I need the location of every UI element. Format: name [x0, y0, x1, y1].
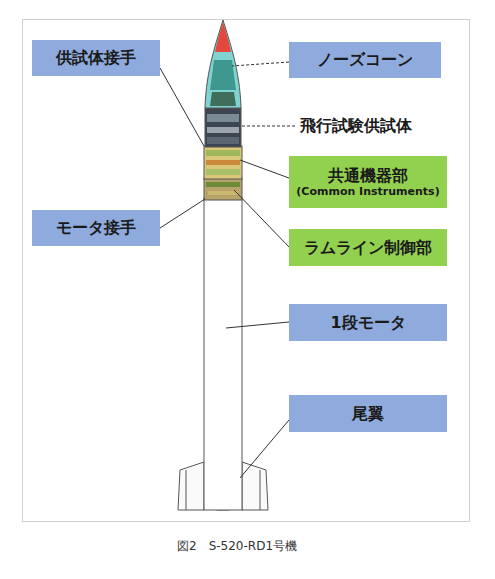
green-label-box: 共通機器部(Common Instruments) — [289, 156, 447, 208]
ramline-section — [204, 178, 242, 200]
nose-cone — [205, 20, 241, 108]
part-name: 供試体接手 — [56, 48, 136, 67]
blue-label-box: 1段モータ — [289, 304, 447, 341]
part-label: 飛行試験供試体 — [298, 116, 414, 137]
green-label-box: ラムライン制御部 — [289, 229, 447, 266]
payload-section — [205, 108, 241, 147]
part-name: モータ接手 — [56, 218, 136, 237]
blue-label-box: 尾翼 — [289, 395, 447, 432]
motor-body — [204, 198, 242, 510]
frame — [23, 20, 470, 522]
blue-label-box: モータ接手 — [32, 210, 160, 246]
part-name: 1段モータ — [330, 313, 405, 332]
blue-label-box: 供試体接手 — [32, 40, 160, 76]
part-name: ラムライン制御部 — [304, 238, 432, 257]
instrument-section — [204, 146, 242, 179]
leader-lines — [160, 62, 296, 478]
blue-label-box: ノーズコーン — [289, 42, 441, 78]
sub-label: (Common Instruments) — [296, 185, 439, 198]
part-name: 尾翼 — [352, 404, 384, 423]
figure-caption: 図2 S-520-RD1号機 — [177, 538, 297, 555]
part-name: ノーズコーン — [317, 50, 413, 69]
part-name: 共通機器部 — [328, 166, 408, 185]
